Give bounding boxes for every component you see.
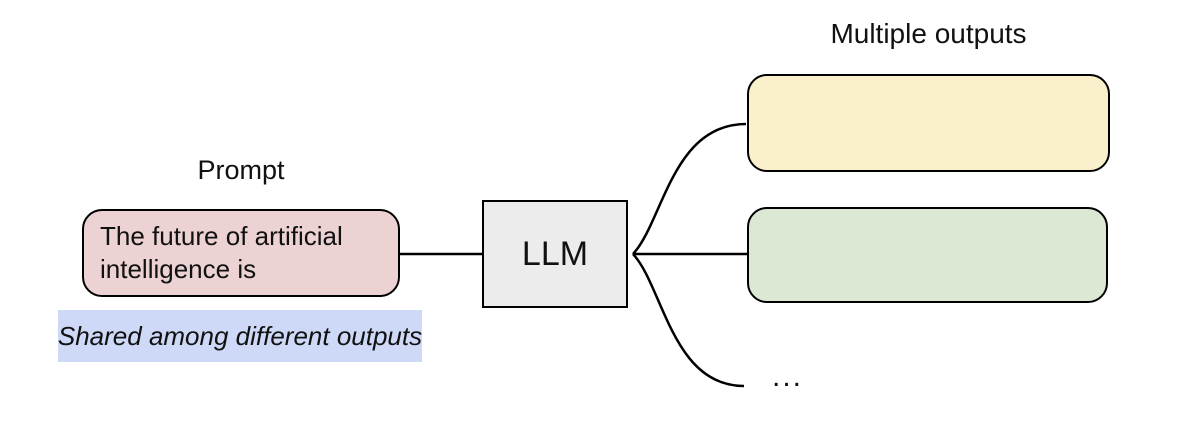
connector-llm-to-output-top [632,122,747,255]
output-box-middle [747,207,1108,303]
more-outputs-ellipsis: ... [772,360,804,393]
shared-note: Shared among different outputs [58,310,422,362]
prompt-box-text: The future of artificial intelligence is [100,220,343,284]
prompt-box: The future of artificial intelligence is [82,209,400,297]
output-box-top [747,74,1110,172]
prompt-label: Prompt [197,155,285,185]
llm-box: LLM [482,200,628,308]
multiple-outputs-label: Multiple outputs [830,18,1027,49]
connector-llm-to-ellipsis [632,253,745,388]
